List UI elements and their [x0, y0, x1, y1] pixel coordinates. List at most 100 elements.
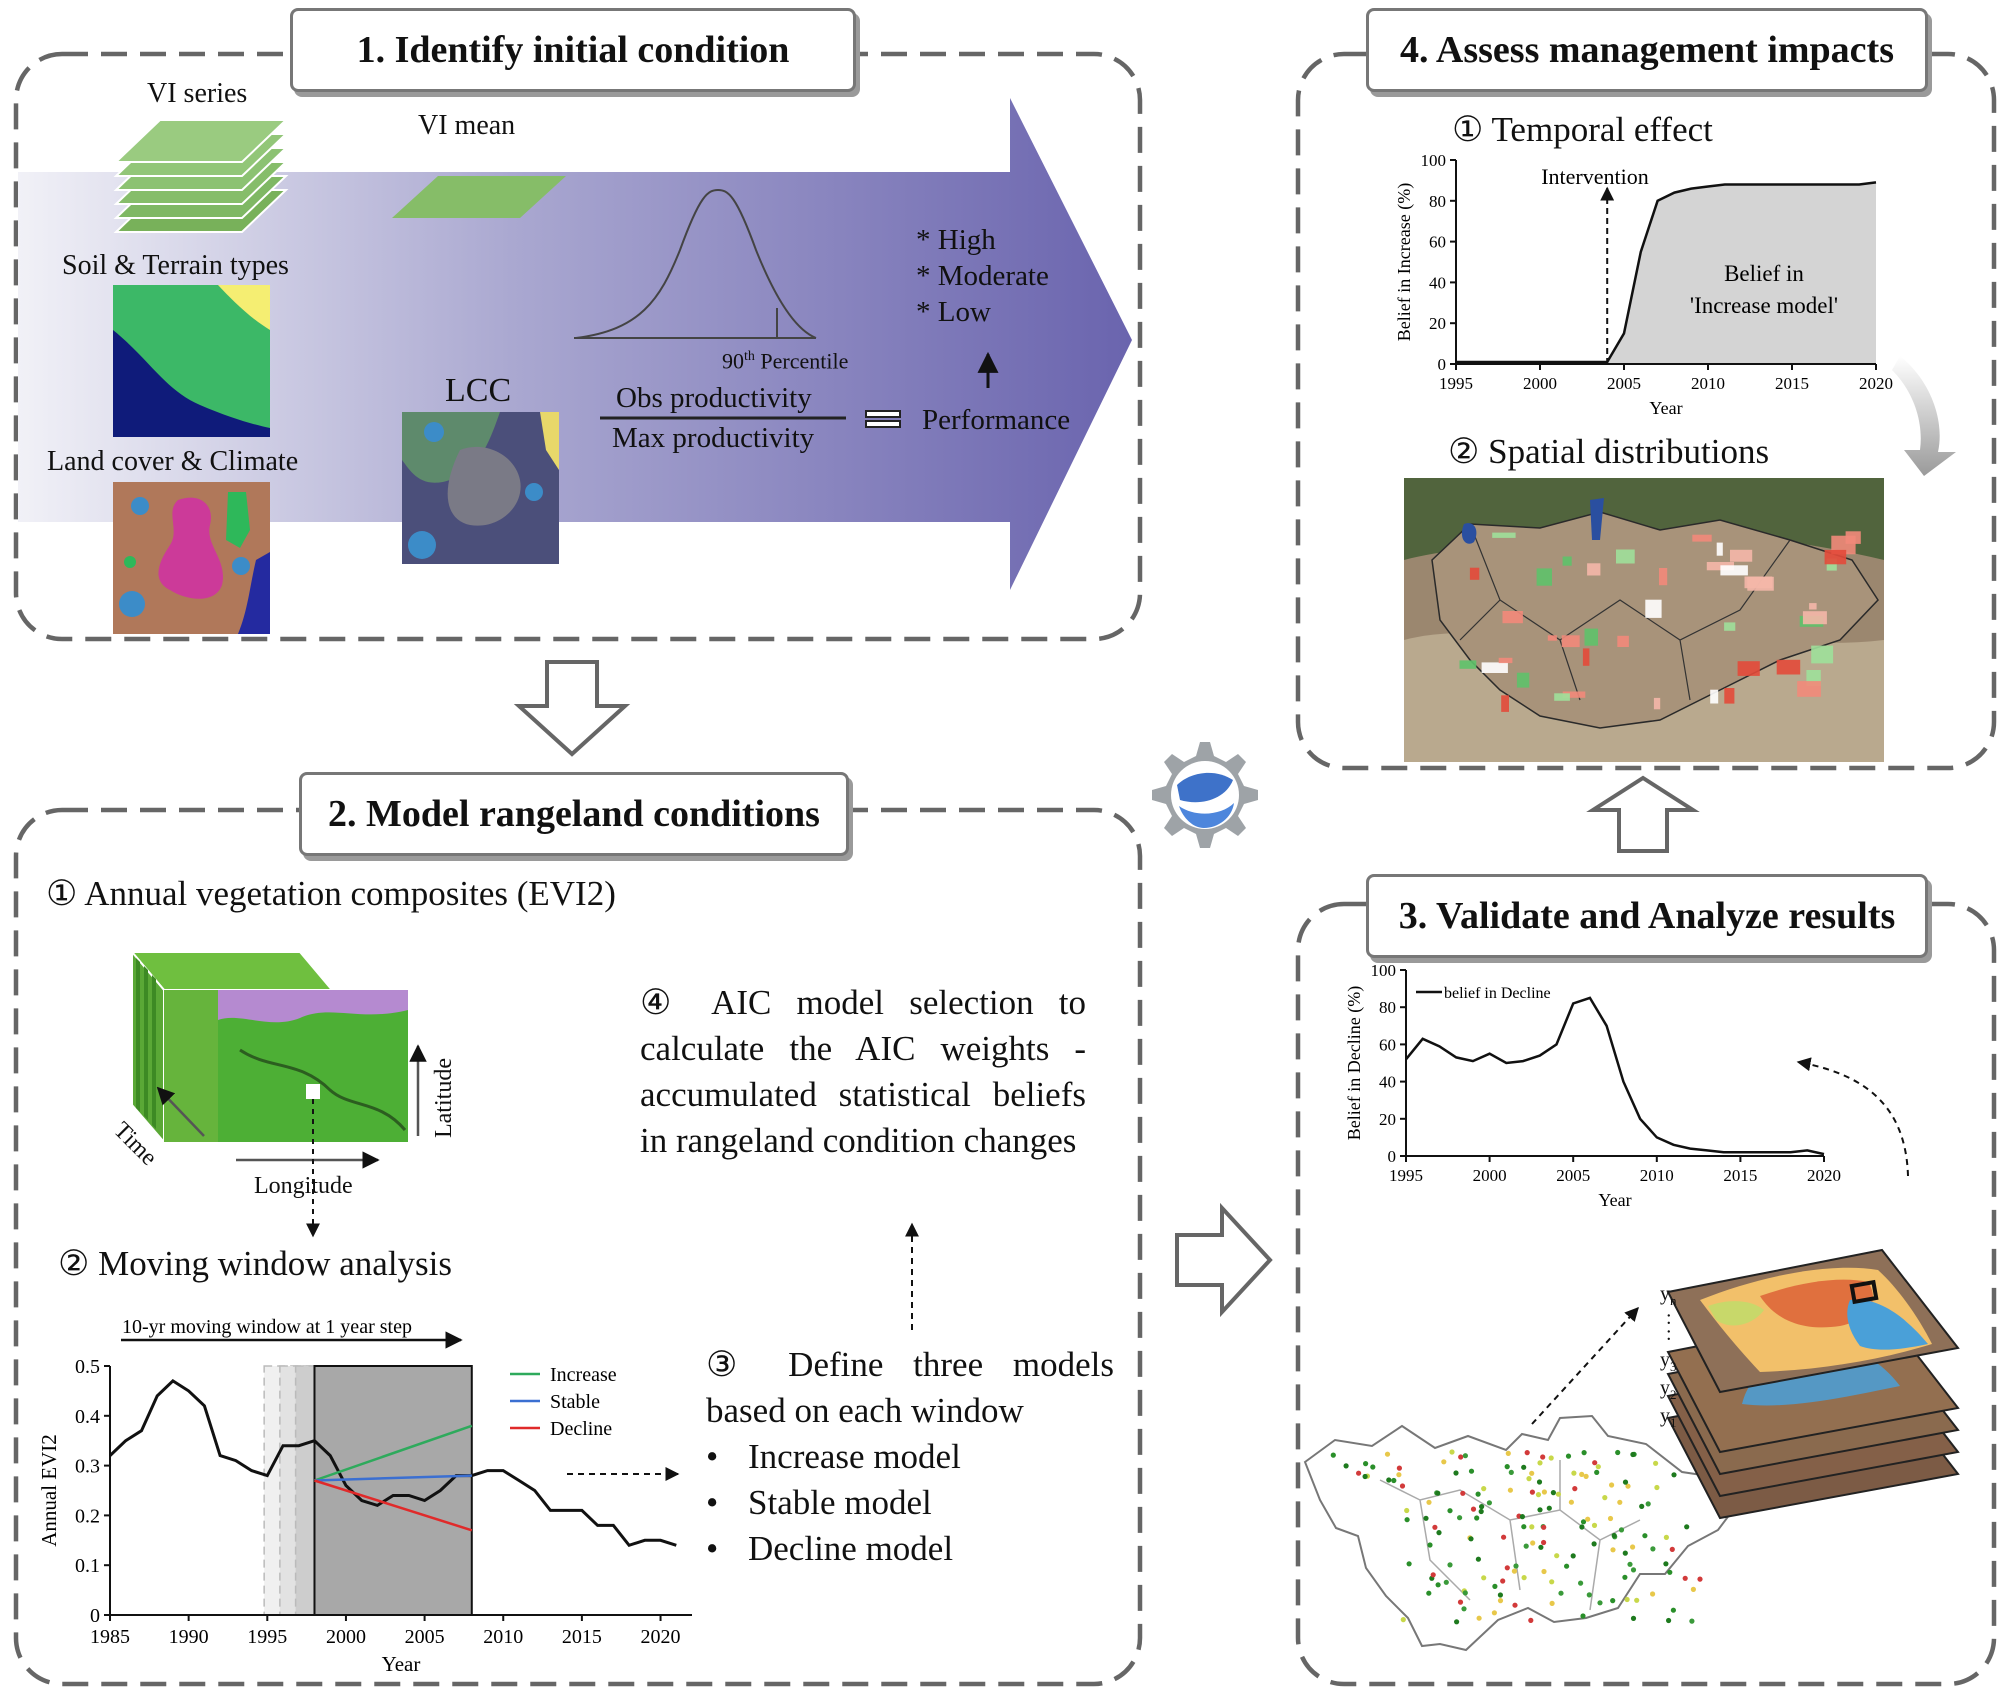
model-increase: Increase model [706, 1434, 961, 1480]
station-dot [1690, 1586, 1696, 1592]
station-dot [1386, 1477, 1392, 1483]
station-dot [1475, 1491, 1481, 1497]
station-dot [1441, 1459, 1447, 1465]
x-tick-label: 2020 [641, 1626, 681, 1648]
station-dot [1597, 1600, 1603, 1606]
station-dot [1602, 1495, 1608, 1501]
station-dot [1427, 1542, 1433, 1548]
percentile-word: Percentile [760, 348, 849, 374]
spatial-patch [1584, 628, 1598, 646]
station-dot [1529, 1524, 1535, 1530]
distribution-curve [574, 188, 817, 339]
spatial-patch [1724, 688, 1735, 704]
station-dot [1476, 1615, 1482, 1621]
station-dot [1474, 1515, 1480, 1521]
station-dot [1622, 1479, 1629, 1485]
y-tick-label: 100 [1421, 151, 1447, 170]
station-dot [1595, 1464, 1601, 1470]
station-dot [1430, 1572, 1436, 1578]
right-hollow-arrow-icon [1175, 1202, 1273, 1318]
station-dot [1653, 1460, 1659, 1466]
soil-terrain-label: Soil & Terrain types [62, 250, 289, 281]
station-map [1303, 1414, 1790, 1652]
panel1-title: 1. Identify initial condition [290, 8, 856, 92]
step3-text: ③ Define three models based on each wind… [706, 1345, 1114, 1430]
panel2-title: 2. Model rangeland conditions [299, 772, 849, 856]
x-tick-label: 1995 [247, 1626, 287, 1648]
cube-latitude-label: Latitude [431, 1058, 457, 1138]
y-tick-label: 0.3 [75, 1456, 100, 1478]
spatial-distribution-label: ② Spatial distributions [1448, 432, 1770, 471]
station-dot [1669, 1546, 1675, 1552]
station-dot [1500, 1578, 1506, 1584]
y-tick-label: 0.4 [75, 1406, 100, 1428]
evi2-data-cube [129, 949, 408, 1145]
legend-label-increase: Increase [550, 1364, 617, 1386]
station-dot [1555, 1491, 1561, 1497]
increase-series-line [1456, 181, 1877, 364]
station-dot [1508, 1469, 1514, 1475]
station-dot [1586, 1592, 1592, 1598]
station-dot [1504, 1464, 1510, 1470]
station-dot [1579, 1471, 1585, 1477]
x-tick-label: 2015 [1775, 374, 1809, 393]
model-line-decline [314, 1479, 473, 1532]
station-dot [1609, 1482, 1615, 1488]
spatial-patch [1561, 635, 1580, 648]
spatial-patch [1716, 542, 1723, 556]
equals-sign [865, 410, 901, 428]
spatial-patch [1845, 531, 1861, 544]
x-tick-label: 1995 [1439, 374, 1473, 393]
station-dot [1523, 1543, 1529, 1549]
y-tick-label: 0 [90, 1605, 100, 1627]
station-dot [1363, 1461, 1369, 1467]
model-list: Increase model Stable model Decline mode… [706, 1434, 961, 1572]
y-axis-title: Belief in Increase (%) [1394, 183, 1415, 341]
y-tick-label: 80 [1429, 192, 1446, 211]
spatial-patch [1776, 659, 1801, 675]
station-dot [1585, 1516, 1591, 1522]
earth-engine-gear-icon [1152, 742, 1258, 848]
station-dot [1579, 1524, 1585, 1530]
spatial-patch [1653, 697, 1661, 710]
area-label-line1: Belief in [1724, 261, 1804, 286]
station-dot [1449, 1449, 1455, 1455]
step2-label: ② Moving window analysis [58, 1244, 453, 1283]
up-hollow-arrow-icon [1586, 775, 1700, 853]
station-dot [1618, 1527, 1625, 1533]
station-dot [1423, 1515, 1429, 1521]
station-dot [1481, 1575, 1487, 1581]
x-tick-label: 2015 [562, 1626, 602, 1648]
station-dot [1682, 1575, 1688, 1581]
station-dot [1399, 1483, 1406, 1489]
y-tick-label: 0.2 [75, 1505, 100, 1527]
station-dot [1468, 1536, 1474, 1542]
station-dot [1458, 1454, 1464, 1460]
station-dot [1528, 1617, 1534, 1623]
y-tick-label: 40 [1429, 273, 1446, 292]
station-dot [1564, 1563, 1570, 1569]
station-dot [1611, 1532, 1617, 1539]
down-hollow-arrow-icon [513, 660, 631, 757]
station-dot [1634, 1597, 1640, 1603]
station-dot [1370, 1464, 1376, 1470]
stack-label-yn: yn [1660, 1283, 1677, 1308]
level-low: * Low [916, 296, 991, 328]
station-dot [1475, 1556, 1481, 1562]
station-dot [1505, 1450, 1511, 1456]
station-dot [1572, 1486, 1578, 1492]
x-axis-title: Year [1649, 398, 1682, 418]
step1-label: ① Annual vegetation composites (EVI2) [46, 874, 616, 913]
decline-legend-label: belief in Decline [1444, 985, 1551, 1002]
station-dot [1436, 1530, 1442, 1536]
x-tick-label: 2010 [1640, 1166, 1674, 1185]
station-dot [1639, 1503, 1645, 1509]
spatial-patch [1692, 534, 1712, 542]
station-dot [1501, 1534, 1507, 1540]
spatial-patch [1587, 563, 1601, 576]
station-dot [1630, 1615, 1637, 1621]
x-tick-label: 2000 [326, 1626, 366, 1648]
spatial-patch [1710, 689, 1719, 704]
station-dot [1591, 1541, 1597, 1547]
